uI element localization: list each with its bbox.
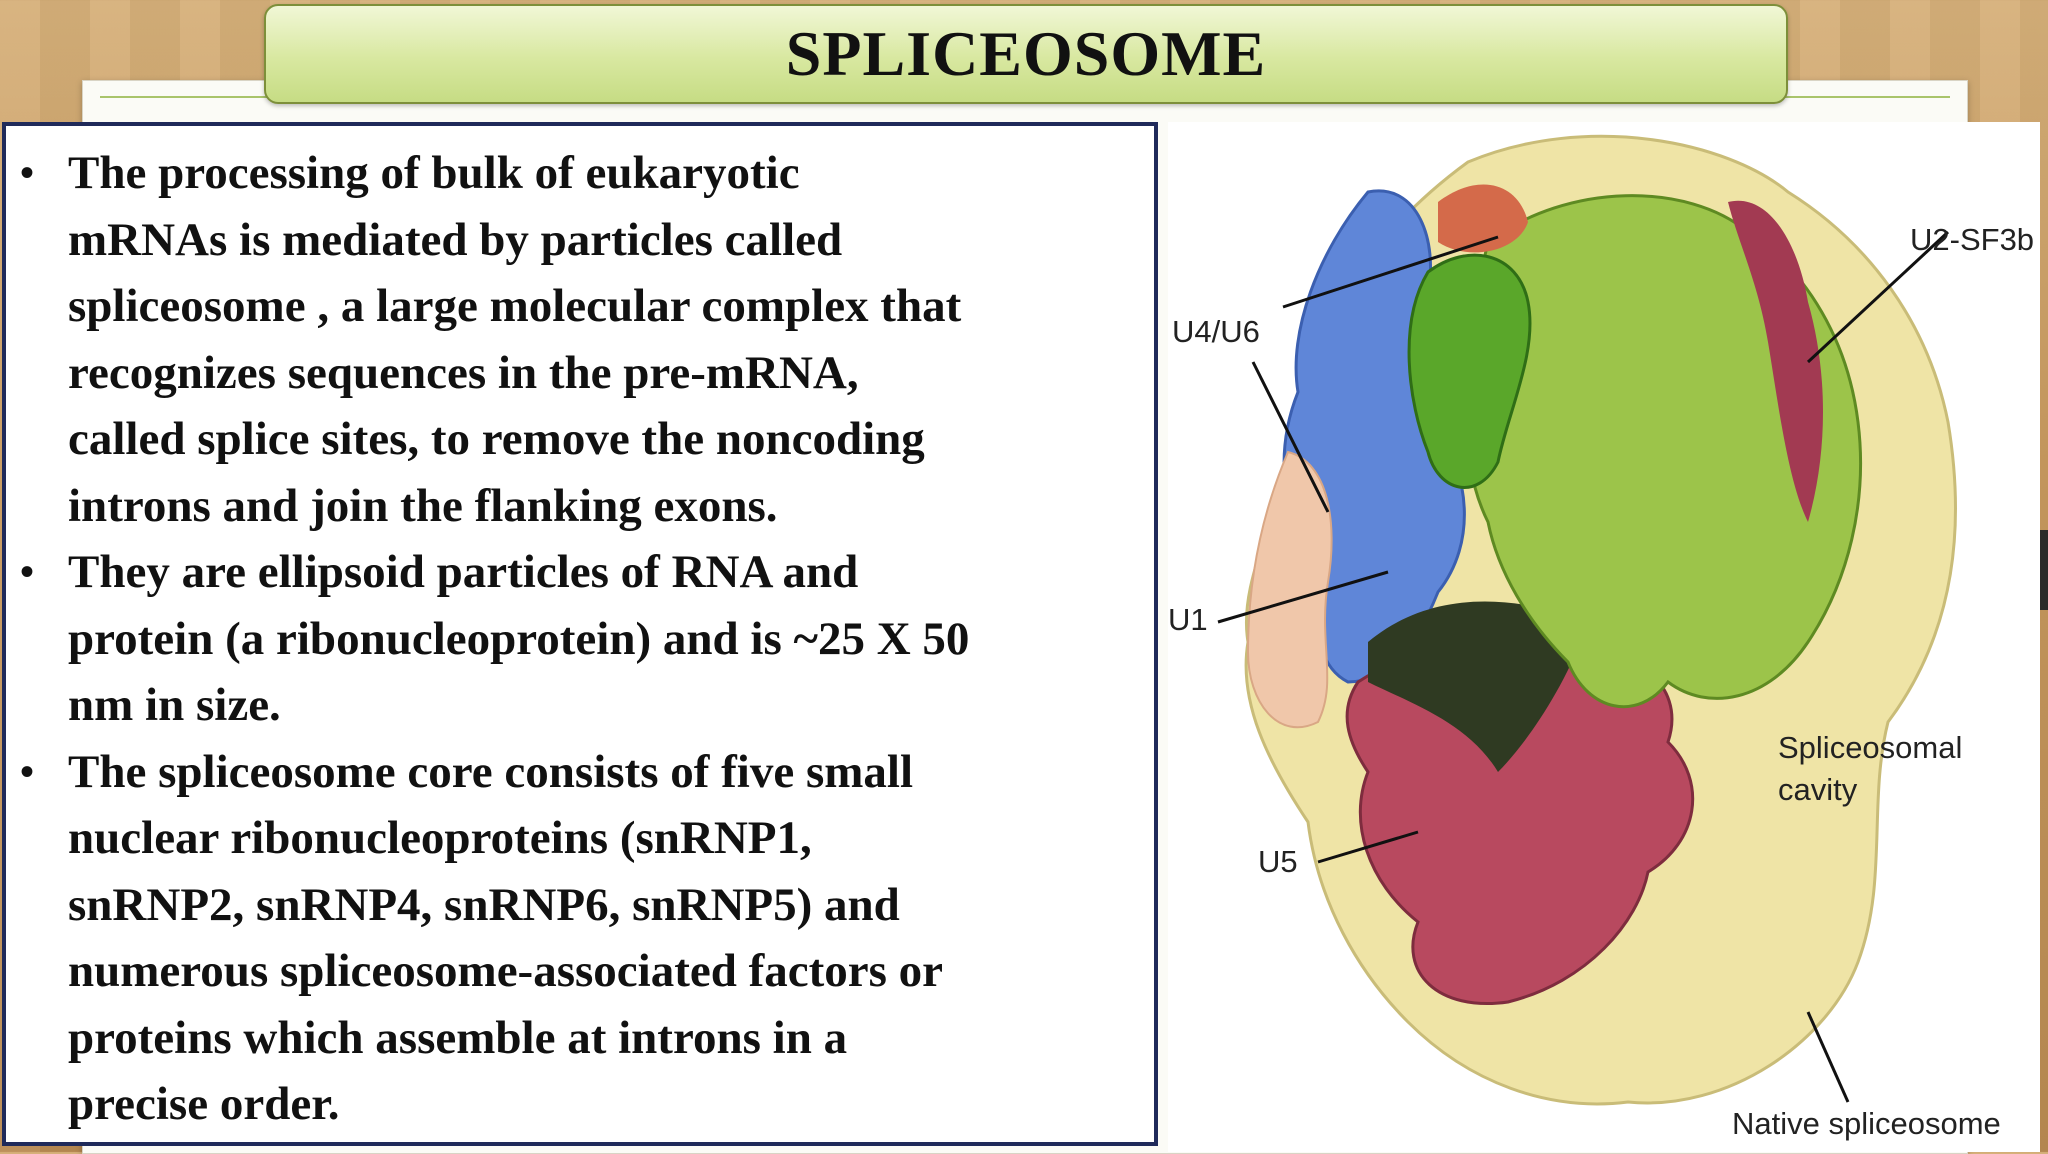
bullet-line: precise order. — [68, 1078, 340, 1130]
bullet-line: called splice sites, to remove the nonco… — [68, 413, 925, 465]
bullet-line: The spliceosome core consists of five sm… — [68, 745, 914, 798]
right-edge-tab — [2040, 530, 2048, 610]
bullet-line: nm in size. — [68, 679, 281, 731]
bullet-line: They are ellipsoid particles of RNA and — [68, 546, 859, 598]
dark-band-shape — [1368, 601, 1588, 772]
slide-title: SPLICEOSOME — [785, 18, 1267, 89]
bullet-dot-icon: • — [20, 748, 35, 794]
bullet-line: nuclear ribonucleoproteins (snRNP1, — [68, 812, 812, 864]
bullet-item: • They are ellipsoid particles of RNA an… — [6, 539, 1154, 739]
bullet-line: numerous spliceosome-associated factors … — [68, 945, 944, 997]
u1-soft-shape — [1246, 450, 1333, 729]
bullet-dot-icon: • — [20, 549, 35, 594]
label-u1: U1 — [1168, 602, 1208, 637]
pointer-u2 — [1806, 230, 1950, 364]
pointer-u4u6 — [1282, 235, 1499, 309]
bullet-line: protein (a ribonucleoprotein) and is ~25… — [68, 612, 970, 665]
bullet-line: proteins which assemble at introns in a — [68, 1011, 848, 1064]
u4u6-shape — [1407, 253, 1532, 489]
pointer-u4u6-down — [1251, 361, 1330, 513]
spliceosome-model-image — [1217, 134, 1957, 1106]
label-cavity-line1: Spliceosomal — [1778, 730, 1963, 765]
label-cavity-line2: cavity — [1778, 772, 1858, 807]
label-u4u6: U4/U6 — [1172, 314, 1260, 349]
bullet-line: snRNP2, snRNP4, snRNP6, snRNP5) and — [68, 878, 900, 931]
bullet-line: mRNAs is mediated by particles called — [68, 213, 843, 266]
spliceosome-figure: U4/U6 U2-SF3b U1 U5 Spliceosomal cavity … — [1168, 122, 2040, 1152]
label-u5: U5 — [1258, 844, 1298, 879]
bullet-item: • The spliceosome core consists of five … — [6, 739, 1154, 1138]
pointer-u1 — [1217, 570, 1389, 624]
pointer-u5 — [1317, 830, 1419, 864]
bullet-list: • The processing of bulk of eukaryotic m… — [6, 126, 1154, 1138]
bullet-line: The processing of bulk of eukaryotic — [68, 147, 800, 199]
cap-shape — [1438, 184, 1528, 253]
label-u2: U2-SF3b — [1910, 222, 2035, 257]
bullet-dot-icon: • — [20, 150, 35, 195]
title-banner: SPLICEOSOME — [264, 4, 1788, 104]
bullet-line: spliceosome , a large molecular complex … — [68, 280, 962, 332]
bullet-line: introns and join the flanking exons. — [68, 479, 778, 532]
pointer-native — [1806, 1011, 1850, 1103]
label-native: Native spliceosome — [1732, 1106, 2001, 1141]
right-edge-shape — [1728, 200, 1823, 522]
bullet-item: • The processing of bulk of eukaryotic m… — [6, 140, 1154, 539]
bullet-text-box: • The processing of bulk of eukaryotic m… — [2, 122, 1158, 1146]
bullet-line: recognizes sequences in the pre-mRNA, — [68, 346, 859, 399]
